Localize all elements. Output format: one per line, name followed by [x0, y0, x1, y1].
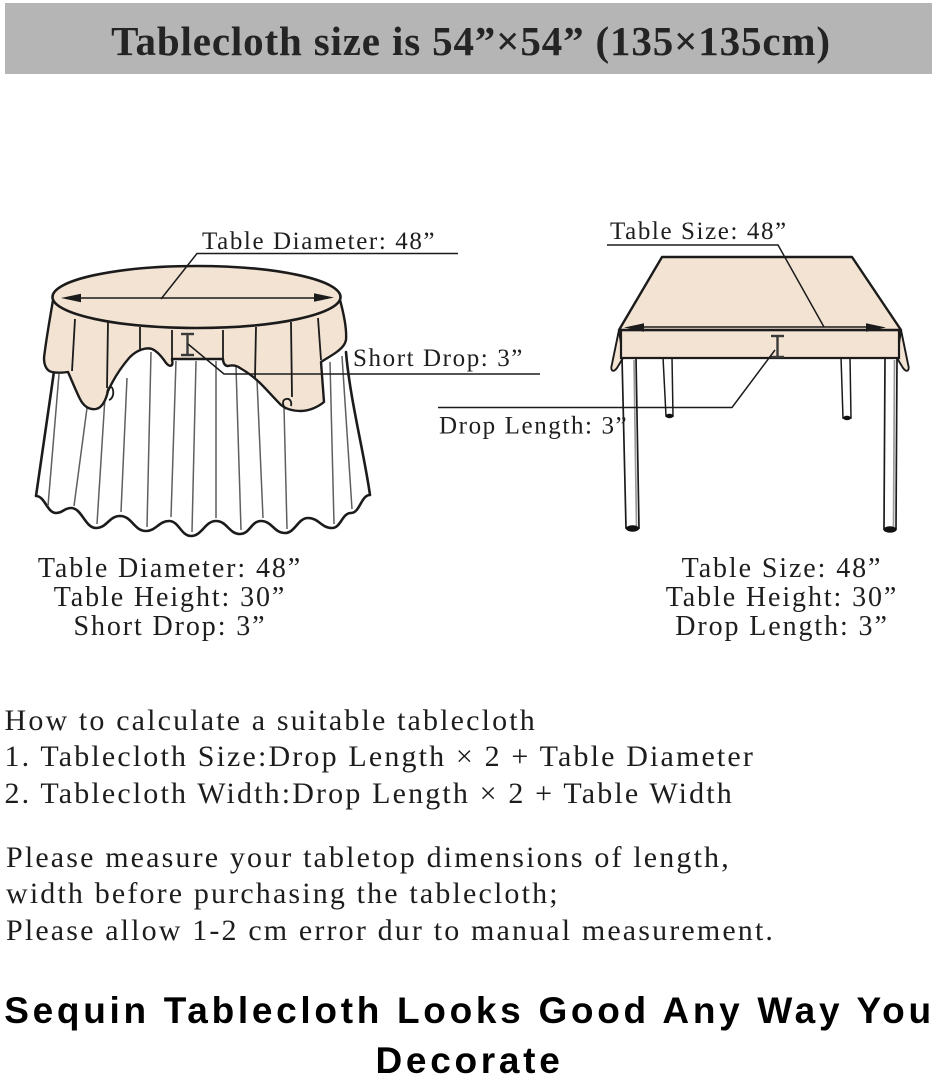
svg-text:Short Drop: 3”: Short Drop: 3”: [353, 345, 524, 372]
svg-text:Table Diameter: 48”: Table Diameter: 48”: [202, 228, 436, 255]
svg-text:Table Size: 48”: Table Size: 48”: [610, 218, 788, 245]
svg-text:Drop Length: 3”: Drop Length: 3”: [439, 413, 628, 440]
